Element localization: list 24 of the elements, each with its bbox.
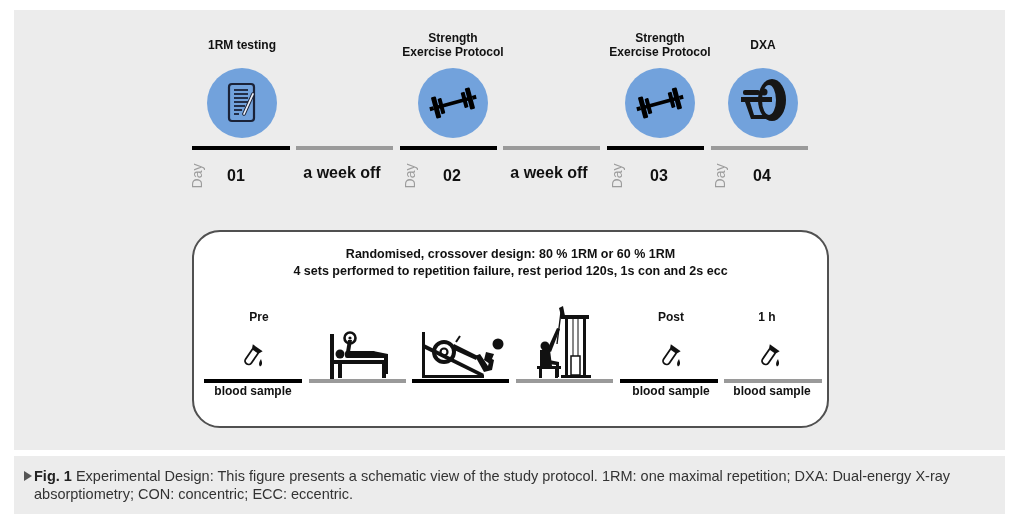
timepoint-label: 1 h: [758, 311, 776, 325]
step-heading: Strength Exercise Protocol: [402, 31, 504, 59]
day-label: Day: [401, 163, 419, 189]
interval-label: a week off: [303, 163, 381, 183]
sample-label: blood sample: [733, 385, 811, 399]
interval-label: a week off: [510, 163, 588, 183]
timepoint-label: Post: [658, 311, 684, 325]
sample-label: blood sample: [214, 385, 292, 399]
step-heading: Strength Exercise Protocol: [609, 31, 711, 59]
day-label: Day: [188, 163, 206, 189]
timepoint-label: Pre: [249, 311, 269, 325]
day-number: 04: [753, 166, 771, 186]
day-label: Day: [711, 163, 729, 189]
figure-caption: Fig. 1 Experimental Design: This figure presents a schematic view of the study protocol. 1RM: one maximal repetition; DXA: Dual-energy X-ray absorptiometry; CON: concentric; ECC: eccentric.: [34, 467, 952, 503]
day-number: 03: [650, 166, 668, 186]
day-number: 01: [227, 166, 245, 186]
day-number: 02: [443, 166, 461, 186]
step-heading: DXA: [750, 38, 776, 52]
sample-label: blood sample: [632, 385, 710, 399]
step-heading: 1RM testing: [208, 38, 276, 52]
day-label: Day: [608, 163, 626, 189]
protocol-text: Randomised, crossover design: 80 % 1RM or 60 % 1RM: [345, 246, 676, 263]
protocol-text: 4 sets performed to repetition failure, rest period 120s, 1s con and 2s ecc: [293, 263, 728, 280]
protocol-panel: [192, 230, 829, 428]
